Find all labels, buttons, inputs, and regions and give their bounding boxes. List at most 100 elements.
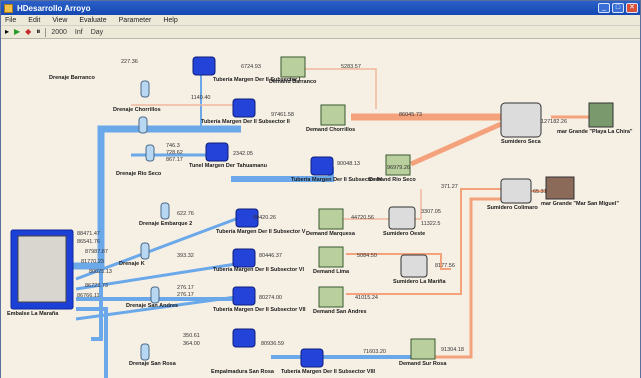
tuberia-node-7[interactable]	[232, 328, 256, 348]
river-down-flow	[91, 129, 103, 341]
sumidero-oeste-node[interactable]	[388, 206, 416, 230]
value-t8-in: 80936.59	[261, 341, 284, 347]
value-t2-out: 86045.73	[399, 112, 422, 118]
supply-flow-surrosa	[431, 197, 501, 359]
sumidero-colimaro-node[interactable]	[500, 178, 532, 204]
minimize-button[interactable]: _	[598, 3, 610, 13]
demand-node-3[interactable]	[318, 208, 344, 230]
value-colimaro-a: 371.27	[441, 184, 458, 190]
value-rio-b: 728.62	[166, 150, 183, 156]
value-emb-7: 86766.11	[77, 293, 100, 299]
zoom-field[interactable]: 2000	[51, 28, 67, 36]
demand-marquesa-label: Demand Marquesa	[306, 231, 355, 237]
demand-rioseco-label: Demand Rio Seco	[369, 177, 416, 183]
drenaje-embarque-label: Drenaje Embarque 2	[139, 221, 193, 227]
drenaje-node-3[interactable]	[160, 202, 170, 220]
drenaje-chorrillos-label: Drenaje Chorrillos	[113, 107, 161, 113]
menu-file[interactable]: File	[5, 16, 17, 24]
menu-help[interactable]: Help	[163, 16, 178, 24]
tuberia-node-4[interactable]	[235, 208, 259, 228]
value-t2-in: 97461.58	[271, 112, 294, 118]
value-emb-4: 81770.23	[81, 259, 104, 265]
drenaje-sanandres-label: Drenaje San Andres	[126, 303, 179, 309]
close-button[interactable]: ✕	[626, 3, 638, 13]
demand-node-6[interactable]	[410, 338, 436, 360]
run-icon[interactable]: ▶	[14, 27, 21, 36]
mar-playa-label: mar Grande "Playa La Chira"	[557, 129, 633, 135]
demand-surrosa-label: Demand Sur Rosa	[399, 361, 447, 367]
value-tunel-ii: 2342.05	[233, 151, 253, 157]
mar-playa-node[interactable]	[588, 102, 614, 128]
demand-node-2[interactable]	[385, 154, 411, 176]
menu-bar: File Edit View Evaluate Parameter Help	[1, 15, 640, 26]
supply-flow-rioseco	[409, 121, 503, 167]
value-k-a: 393.32	[177, 253, 194, 259]
sumidero-mariña-node[interactable]	[400, 254, 428, 278]
sumidero-seca-label: Sumidero Seca	[501, 139, 541, 145]
unit-field[interactable]: Inf	[74, 28, 83, 36]
menu-view[interactable]: View	[52, 16, 68, 24]
value-sa-a: 276.17	[177, 285, 194, 291]
tuberia-6-label: Tubería Margen Der II Subsector VI	[213, 267, 304, 273]
menu-parameter[interactable]: Parameter	[118, 16, 152, 24]
river-flow-t6	[75, 295, 237, 321]
menu-evaluate[interactable]: Evaluate	[79, 16, 107, 24]
river-flow-t5	[75, 262, 237, 291]
demand-node-1[interactable]	[320, 104, 346, 126]
value-t4-in: 90048.13	[337, 161, 360, 167]
tuberia-node-5[interactable]	[232, 248, 256, 268]
drenaje-node-2[interactable]	[145, 144, 155, 162]
value-mar-a: 8177.56	[435, 263, 455, 269]
demand-node-5[interactable]	[318, 286, 344, 308]
mar-sanmiguel-node[interactable]	[545, 176, 575, 200]
drenaje-node-1[interactable]	[138, 116, 148, 134]
tuberia-node-1[interactable]	[232, 98, 256, 118]
tuberia-node-8[interactable]	[300, 348, 324, 368]
value-sa-b: 276.17	[177, 292, 194, 298]
stop-icon[interactable]: ◆	[25, 27, 32, 36]
drenaje-node-0[interactable]	[140, 80, 150, 98]
sumidero-colimaro-label: Sumidero Colimaro	[487, 205, 538, 211]
value-lima: 5084.50	[357, 253, 377, 259]
toolbar-separator	[45, 27, 47, 37]
value-colimaro-b: 65.31	[533, 189, 547, 195]
value-sr-a: 350.61	[183, 333, 200, 339]
embalse-inner[interactable]	[17, 235, 67, 303]
tuberia-1-label: Tubería Margen Der II Subsector I	[213, 77, 301, 83]
demand-lima-label: Demand Lima	[313, 269, 350, 275]
value-chorr: 1140.40	[191, 95, 211, 101]
value-t6b: 41015.24	[355, 295, 378, 301]
tuberia-node-6[interactable]	[232, 286, 256, 306]
value-emb2-a: 622.76	[177, 211, 194, 217]
tuberia-4-label: Tubería Margen Der II Subsector IV	[291, 177, 382, 183]
drenaje-node-6[interactable]	[140, 343, 150, 361]
demand-node-0[interactable]	[280, 56, 306, 78]
value-t1-a: 6724.93	[241, 64, 261, 70]
tuberia-node-3[interactable]	[310, 156, 334, 176]
demand-chorrillos-label: Demand Chorrillos	[306, 127, 356, 133]
tuberia-node-0[interactable]	[192, 56, 216, 76]
embalse-label: Embalse La Maraña	[7, 311, 59, 317]
sumidero-seca-node[interactable]	[500, 102, 542, 138]
demand-barranco-label: Demand Barranco	[269, 79, 317, 85]
menu-edit[interactable]: Edit	[28, 16, 41, 24]
drenaje-sanrosa-label: Drenaje San Rosa	[129, 361, 176, 367]
tuberia-8-label: Tubería Margen Der II Subsector VIII	[281, 369, 376, 375]
drenaje-node-5[interactable]	[150, 286, 160, 304]
demand-node-4[interactable]	[318, 246, 344, 268]
maximize-button[interactable]: □	[612, 3, 624, 13]
demand-sanandres-label: Demand San Andres	[313, 309, 367, 315]
drenaje-node-4[interactable]	[140, 242, 150, 260]
tuberia-node-2[interactable]	[205, 142, 229, 162]
arrow-tool-icon[interactable]: ▸	[5, 27, 10, 36]
value-marq: 44720.56	[351, 215, 374, 221]
step-field[interactable]: Day	[90, 28, 104, 36]
pause-icon[interactable]: ⏸	[36, 27, 41, 36]
value-t6: 80274.00	[259, 295, 282, 301]
value-rio-a: 746.3	[166, 143, 180, 149]
value-barranco: 227.36	[121, 59, 138, 65]
value-seca: 127182.26	[541, 119, 567, 125]
empalmadura-label: Empalmadura San Rosa	[211, 369, 274, 375]
drenaje-barranco-label: Drenaje Barranco	[49, 75, 95, 81]
